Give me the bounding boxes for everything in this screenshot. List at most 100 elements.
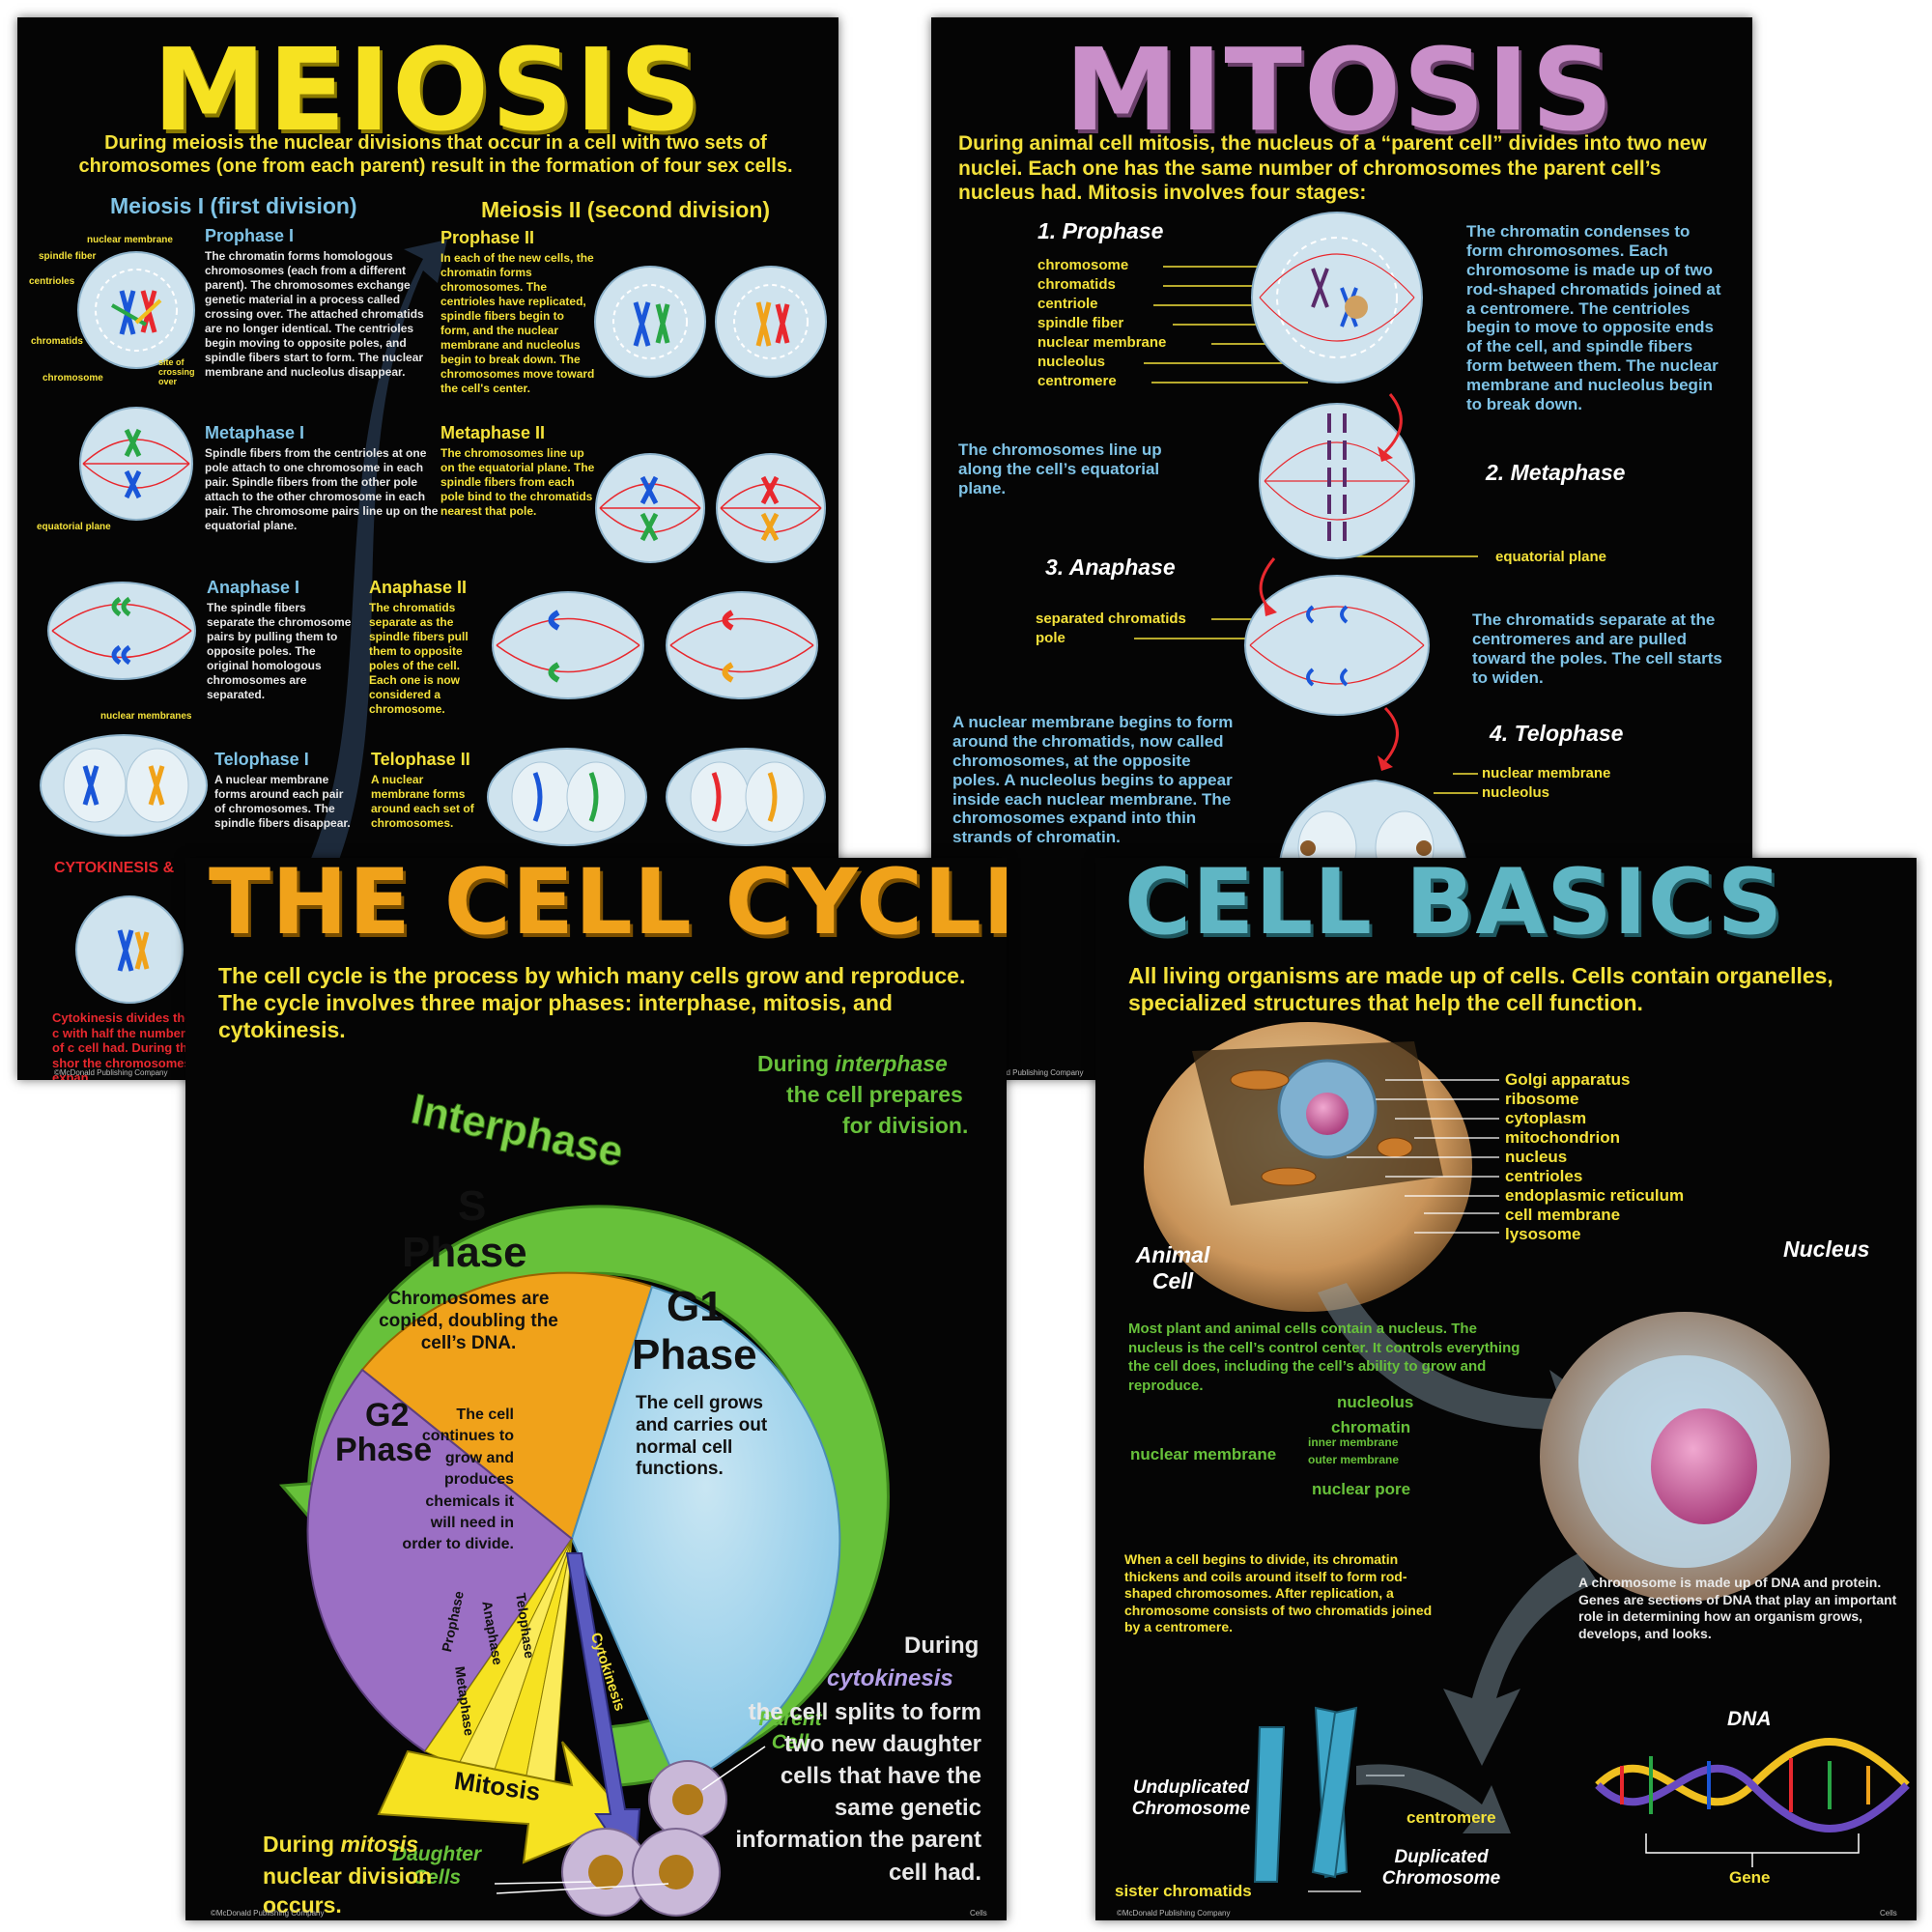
organelle-cell-membrane: cell membrane [1505,1206,1621,1224]
meiosis-2-heading: Meiosis II (second division) [481,197,771,222]
mitosis-label-pole: pole [1036,630,1065,646]
telophase-2-cells [487,748,826,846]
nucleus-heading: Nucleus [1783,1236,1870,1262]
dna-text: A chromosome is made up of DNA and prote… [1578,1575,1897,1641]
organelle-lysosome: lysosome [1505,1225,1581,1243]
duplicated-label: Duplicated Chromosome [1381,1847,1501,1889]
mitosis-label-chromatids: chromatids [1037,276,1116,293]
interphase-note-d: for division. [842,1113,969,1138]
organelle-er: endoplasmic reticulum [1505,1186,1685,1205]
gene-label: Gene [1729,1868,1771,1887]
unduplicated-label: Unduplicated Chromosome [1131,1777,1251,1819]
s-phase-title-2: Phase [402,1229,527,1276]
nucleus-label-pore: nuclear pore [1312,1480,1411,1498]
mitosis-label-centriole: centriole [1037,296,1098,312]
nucleus-text: Most plant and animal cells contain a nu… [1128,1321,1520,1394]
g2-phase-title-1: G2 [365,1397,410,1434]
meiosis-poster: MEIOSIS During meiosis the nuclear divis… [17,17,838,1080]
mitosis-note-c: nuclear division occurs. [263,1863,433,1918]
anaphase-1-cell [47,582,196,680]
telophase-1-cell [40,734,208,837]
mitosis-metaphase-name: 2. Metaphase [1486,460,1626,485]
meiosis-1-heading: Meiosis I (first division) [110,193,357,218]
prophase-1-name: Prophase I [205,226,295,245]
prophase-2-cells [594,266,827,378]
mitosis-title: MITOSIS [1065,23,1616,156]
mitosis-telophase-name: 4. Telophase [1490,721,1624,746]
cellbasics-footer-right: Cells [1880,1909,1897,1918]
mitosis-label-tel-nucleolus: nucleolus [1482,784,1550,801]
cyto-note-c: the cell splits to form two new daughter… [735,1699,981,1886]
interphase-note-word: interphase [835,1051,948,1076]
cellbasics-intro: All living organisms are made up of cell… [1128,963,1833,1016]
meiosis-title: MEIOSIS [153,23,704,156]
animal-cell-label: Animal Cell [1135,1242,1210,1293]
s-phase-title-1: S [458,1182,487,1230]
prophase-2-text: In each of the new cells, the chromatin … [440,251,595,395]
g1-phase-title-2: Phase [632,1331,757,1378]
mitosis-prophase-text: The chromatin condenses to form chromoso… [1466,222,1721,413]
organelle-ribosome: ribosome [1505,1090,1579,1108]
mitosis-anaphase-name: 3. Anaphase [1045,554,1176,580]
prophase-1-cell [77,251,195,369]
chromatin-text: When a cell begins to divide, its chroma… [1124,1551,1433,1634]
sister-chromatids-label: sister chromatids [1115,1882,1252,1900]
nucleus-label-inner: inner membrane [1308,1435,1399,1449]
mitosis-label-nuclear-membrane: nuclear membrane [1037,334,1167,351]
mitosis-label-nucleolus: nucleolus [1037,354,1106,370]
cytokinesis-cell [75,895,184,1004]
mitosis-telophase-text: A nuclear membrane begins to form around… [952,713,1234,847]
metaphase-2-text: The chromosomes line up on the equatoria… [440,446,595,518]
label-spindle-fiber: spindle fiber [39,251,97,262]
label-nuclear-membranes: nuclear membranes [100,711,192,722]
prophase-1-text: The chromatin forms homologous chromosom… [205,249,424,379]
label-chromosome: chromosome [43,373,103,384]
prophase-2-name: Prophase II [440,228,535,247]
metaphase-1-cell [79,407,193,521]
mitosis-metaphase-text: The chromosomes line up along the cell’s… [958,440,1162,497]
metaphase-1-text: Spindle fibers from the centrioles at on… [205,446,439,532]
mitosis-label-tel-membrane: nuclear membrane [1482,765,1611,781]
interphase-note-a: During interphase [757,1051,948,1077]
mitosis-anaphase-text: The chromatids separate at the centromer… [1472,611,1722,687]
mitosis-label-chromosome: chromosome [1037,257,1129,273]
metaphase-2-cells [595,453,826,563]
telophase-2-name: Telophase II [371,750,470,769]
label-chromatids: chromatids [31,336,83,347]
mitosis-note-during: During [263,1832,335,1857]
s-phase-text: Chromosomes are copied, doubling the cel… [379,1289,558,1353]
cytokinesis-text: Cytokinesis divides the c with half the … [52,1010,195,1080]
cyto-note-word: cytokinesis [827,1665,953,1691]
anaphase-2-name: Anaphase II [369,578,468,597]
metaphase-1-name: Metaphase I [205,423,305,442]
organelle-nucleus: nucleus [1505,1148,1568,1166]
cyto-note-during: During [904,1633,980,1659]
telophase-1-text: A nuclear membrane forms around each pai… [214,773,351,830]
cytokinesis-heading: CYTOKINESIS & [54,860,175,876]
g1-phase-title-1: G1 [667,1283,724,1330]
nucleus-label-nucleolus: nucleolus [1337,1393,1414,1411]
nucleus-label-chromatin: chromatin [1331,1418,1411,1436]
mitosis-note: During mitosis [263,1832,418,1858]
nucleus-label-outer: outer membrane [1308,1453,1400,1466]
dna-label: DNA [1727,1708,1772,1730]
cellbasics-diagram [1144,1022,1910,1892]
telophase-2-text: A nuclear membrane forms around each set… [371,773,474,830]
label-site-crossing: site of crossing over [158,357,195,386]
metaphase-2-name: Metaphase II [440,423,546,442]
organelle-centrioles: centrioles [1505,1167,1583,1185]
cellbasics-poster: CELL BASICS All living organisms are mad… [1095,858,1917,1920]
anaphase-2-cells [492,591,818,699]
telophase-1-name: Telophase I [214,750,309,769]
anaphase-2-text: The chromatids separate as the spindle f… [369,601,469,716]
meiosis-footer: ©McDonald Publishing Company [54,1068,168,1077]
cellcycle-footer-left: ©McDonald Publishing Company [211,1909,325,1918]
meiosis-intro: During meiosis the nuclear divisions tha… [78,132,793,178]
label-nuclear-membrane: nuclear membrane [87,235,173,245]
g2-phase-title-2: Phase [335,1432,433,1468]
nucleus-label-membrane: nuclear membrane [1130,1445,1277,1463]
interphase-note-during: During [757,1051,830,1076]
mitosis-footer: ©McDonald Publishing Company [970,1068,1084,1077]
mitosis-label-spindle-fiber: spindle fiber [1037,315,1124,331]
anaphase-1-text: The spindle fibers separate the chromoso… [207,601,352,701]
